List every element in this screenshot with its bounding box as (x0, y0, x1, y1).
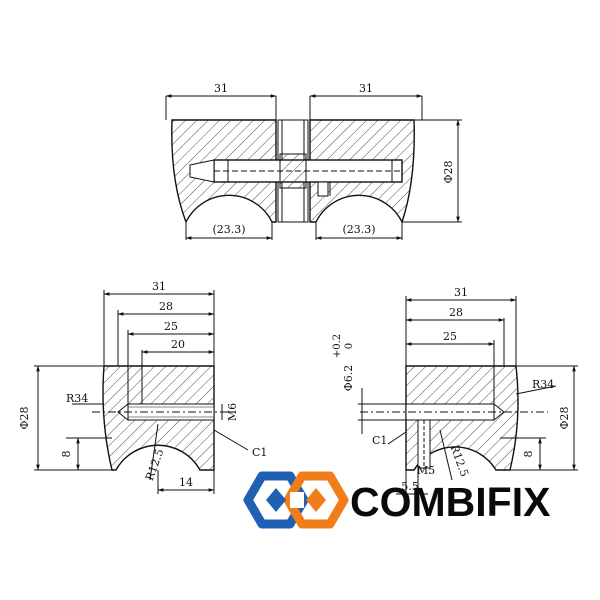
hexagon-c-icon (243, 471, 349, 529)
left-dim-c1: C1 (252, 446, 267, 459)
top-dim-right-arc: (23.3) (342, 223, 375, 236)
right-dim-r34: R34 (532, 378, 554, 391)
left-part-view (34, 290, 249, 494)
left-dim-r125: R12.5 (143, 447, 166, 482)
right-dim-25: 25 (443, 330, 457, 343)
left-dim-20: 20 (171, 338, 185, 351)
right-dim-m5: M5 (417, 464, 435, 477)
top-dim-left-width: 31 (214, 82, 228, 95)
left-dim-25: 25 (164, 320, 178, 333)
right-dim-5-5: 5.5 (401, 480, 419, 493)
left-dim-diameter: Φ28 (18, 406, 31, 429)
left-dim-r34: R34 (66, 392, 88, 405)
logo-wordmark: COMBIFIX (350, 479, 550, 525)
top-dim-left-arc: (23.3) (212, 223, 245, 236)
right-dim-31: 31 (454, 286, 468, 299)
left-dim-28: 28 (159, 300, 173, 313)
right-dim-28: 28 (449, 306, 463, 319)
left-dim-m6: M6 (226, 403, 239, 421)
top-assembly-view (165, 94, 462, 240)
right-dim-hole-tolerance-bottom: 0 (344, 343, 355, 349)
right-part-view (358, 296, 578, 500)
right-dim-8: 8 (522, 451, 535, 458)
left-dim-31: 31 (152, 280, 166, 293)
right-dim-c1: C1 (372, 434, 387, 447)
combifix-logo: COMBIFIX (243, 471, 550, 529)
top-dim-height: Φ28 (442, 160, 455, 183)
right-dim-hole-diameter: Φ6.2 (342, 365, 355, 392)
left-dim-8: 8 (60, 451, 73, 458)
left-dim-14: 14 (179, 476, 193, 489)
right-dim-hole-tolerance-top: +0.2 (332, 334, 343, 358)
top-dim-right-width: 31 (359, 82, 373, 95)
right-dim-diameter: Φ28 (558, 406, 571, 429)
